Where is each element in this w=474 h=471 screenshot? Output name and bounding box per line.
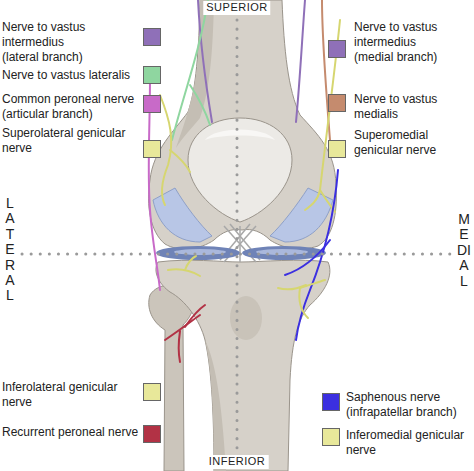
legend-swatch <box>143 95 161 113</box>
nerve-line <box>170 150 190 172</box>
legend-swatch <box>322 428 340 446</box>
nerve-line <box>285 240 330 275</box>
nerve-line <box>296 0 305 122</box>
dotted-axis <box>236 20 239 450</box>
legend-swatch <box>143 425 161 443</box>
nerve-line <box>299 288 308 318</box>
dotted-axis <box>22 253 452 256</box>
tibia-shading <box>205 340 226 471</box>
legend-text: Superolateral genicular nerve <box>2 126 138 156</box>
legend-text: Superomedial genicular nerve <box>354 128 470 158</box>
legend-text: Recurrent peroneal nerve <box>2 425 140 440</box>
nerve-line <box>179 331 181 362</box>
legend-text: Nerve to vastus intermedius (medial bran… <box>354 20 454 65</box>
direction-label: INFERIOR <box>206 455 269 469</box>
legend-text: Common peroneal nerve (articular branch) <box>2 92 138 122</box>
legend-swatch <box>143 383 161 401</box>
nerve-line <box>168 269 200 276</box>
legend-swatch <box>328 40 346 58</box>
patella-highlight <box>205 130 275 141</box>
nerves <box>149 0 340 362</box>
legend-text: Inferomedial genicular nerve <box>346 428 468 458</box>
nerve-line <box>300 280 325 288</box>
patella <box>188 118 292 222</box>
tibia <box>156 260 330 471</box>
ligament-line <box>239 226 241 262</box>
nerve-line <box>165 315 200 340</box>
direction-label: SUPERIOR <box>203 1 270 15</box>
legend-text: Saphenous nerve (infrapatellar branch) <box>346 390 468 420</box>
legend-swatch <box>143 140 161 158</box>
legend-swatch <box>328 94 346 112</box>
legend-text: Inferolateral genicular nerve <box>2 380 138 410</box>
legend-swatch <box>143 66 161 84</box>
tibial-tuberosity <box>230 296 262 340</box>
nerve-line <box>185 305 205 327</box>
legend-text: Nerve to vastus lateralis <box>2 68 138 83</box>
legend-text: Nerve to vastus medialis <box>354 92 470 122</box>
side-label: MEDIAL <box>457 212 471 289</box>
legend-swatch <box>322 393 340 411</box>
lateral-meniscus-inner <box>174 249 226 255</box>
legend-swatch <box>143 28 161 46</box>
medial-meniscus-inner <box>256 249 308 255</box>
nerve-line <box>190 85 210 125</box>
nerve-line <box>185 256 196 270</box>
side-label: LATERAL <box>3 196 17 304</box>
fibula <box>149 285 194 471</box>
femur <box>149 0 337 249</box>
legend-text: Nerve to vastus intermedius (lateral bra… <box>2 20 102 65</box>
nerve-line <box>172 0 208 140</box>
legend-swatch <box>328 140 346 158</box>
